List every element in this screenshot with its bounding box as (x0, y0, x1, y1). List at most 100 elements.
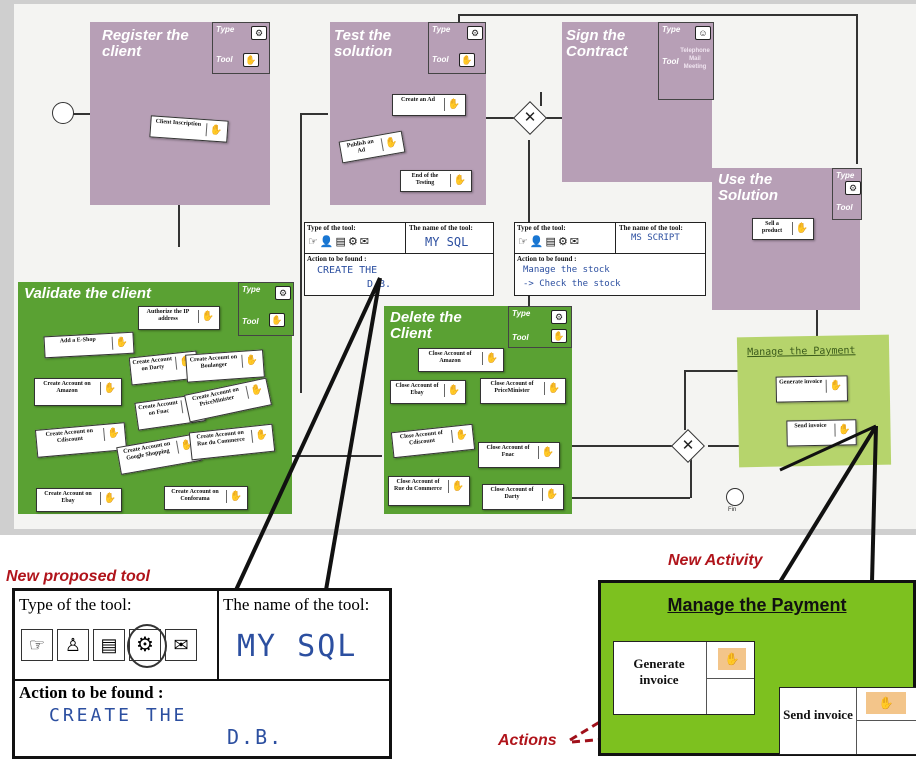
action-card[interactable]: Publish an Ad ✋ (338, 130, 406, 164)
action-card[interactable]: Generate invoice ✋ (613, 641, 755, 715)
action-card[interactable]: Client Inscription ✋ (149, 115, 229, 143)
tool-logo-icon: ✋ (241, 353, 262, 368)
folder-hand-icon[interactable]: ☞ (21, 629, 53, 661)
tool-logo-icon: ✋ (243, 53, 259, 67)
action-card[interactable]: Create Account on Amazon ✋ (34, 378, 122, 406)
lane-delete-client: Delete the Client Type Tool ⚙ ✋ Close Ac… (384, 306, 572, 514)
action-card[interactable]: Close Account of PriceMinister ✋ (480, 378, 566, 404)
flow-line (178, 205, 180, 247)
zoom-tool-card: Type of the tool: The name of the tool: … (12, 588, 392, 759)
type-label: Type (836, 171, 855, 180)
action-card-label: Create Account on Darty (132, 356, 173, 373)
tool-logo-icon: ✋ (111, 335, 132, 350)
lane-title: Register the client (102, 27, 189, 60)
poster-photo: Fin ✕ ✕ Register the client Type Tool ⚙ … (0, 0, 916, 535)
action-card[interactable]: Close Account of Ebay ✋ (390, 380, 466, 404)
action-card[interactable]: Create Account on Boulanger✋ (185, 349, 265, 383)
end-event (726, 488, 744, 506)
action-card[interactable]: Generate invoice✋ (775, 375, 849, 403)
gear-icon[interactable]: ⚙ (127, 624, 167, 668)
lane-test-solution: Test the solution Type Tool ⚙ ✋ Create a… (330, 22, 486, 205)
action-card[interactable]: Create Account on Rue du Commerce✋ (188, 423, 276, 461)
tool-logo-icon: ✋ (544, 382, 563, 395)
action-card[interactable]: Create an Ad ✋ (392, 94, 466, 116)
tool-label: Tool (242, 317, 259, 326)
person-icon[interactable]: ♙ (57, 629, 89, 661)
action-card[interactable]: Send invoice✋ (786, 419, 857, 447)
flow-line (300, 113, 328, 115)
action-card-label: Close Account of Darty (490, 487, 534, 500)
tool-name-label: The name of the tool: (619, 224, 683, 232)
flow-line (542, 117, 562, 119)
tool-logo-icon: ✋ (542, 488, 561, 501)
lane-validate-client: Validate the client Type Tool ⚙ ✋ Author… (18, 282, 294, 514)
tool-action-label: Action to be found : (19, 683, 164, 702)
tool-logo-icon: ✋ (551, 329, 567, 343)
gear-icon: ⚙ (251, 26, 267, 40)
flow-line (458, 14, 858, 16)
action-card-label: Sell a product (761, 221, 783, 234)
tool-logo-icon: ✋ (198, 310, 217, 323)
action-card-label: Generate invoice (779, 378, 823, 386)
tool-logo-icon: ✋ (866, 692, 906, 714)
lane-type-tool-box: Type Tool ⚙ ✋ (508, 306, 572, 348)
action-card[interactable]: Close Account of Cdiscount ✋ (390, 423, 476, 459)
action-card[interactable]: End of the Testing ✋ (400, 170, 472, 192)
action-card[interactable]: Close Account of Rue du Commerce✋ (388, 476, 470, 506)
tool-logo-icon: ✋ (226, 490, 245, 503)
tool-card-small: Type of the tool: The name of the tool: … (514, 222, 706, 296)
tool-logo-icon: ✋ (459, 53, 475, 67)
action-card-label: Create Account on Ebay (44, 491, 92, 504)
action-card-label: Close Account of Amazon (428, 351, 472, 364)
tool-action-label: Action to be found : (307, 255, 367, 263)
action-card[interactable]: Create Account on Ebay✋ (36, 488, 122, 512)
tool-logo-icon: ✋ (269, 313, 285, 327)
action-card-label: Add a E-Shop (59, 336, 96, 345)
flow-line (708, 445, 743, 447)
tool-card-small: Type of the tool: The name of the tool: … (304, 222, 494, 296)
action-card[interactable]: Create Account on Cdiscount✋ (34, 422, 128, 458)
action-card-label: Create Account on Amazon (43, 381, 91, 394)
lane-use-solution: Use the Solution Type Tool ⚙ Sell a prod… (712, 168, 862, 310)
tool-logo-icon: ✋ (103, 426, 124, 441)
action-card[interactable]: Create Account on PriceMinister ✋ (184, 377, 272, 423)
mail-icon[interactable]: ✉ (165, 629, 197, 661)
action-card[interactable]: Send invoice ✋ (779, 687, 916, 755)
tool-type-icons: ☞👤▤⚙✉ (518, 236, 582, 248)
action-card-label: Close Account of Cdiscount (399, 429, 444, 447)
tool-logo-icon: ✋ (100, 382, 119, 395)
flow-line (486, 117, 516, 119)
action-card[interactable]: Close Account of Fnac✋ (478, 442, 560, 468)
action-card[interactable]: Authorize the IP address✋ (138, 306, 220, 330)
document-icon[interactable]: ▤ (93, 629, 125, 661)
action-card-label: Create Account on PriceMinister (191, 386, 240, 408)
action-card[interactable]: Close Account of Amazon✋ (418, 348, 504, 372)
action-card-label: Close Account of PriceMinister (490, 381, 534, 394)
tool-logo-icon: ✋ (448, 480, 467, 493)
tool-logo-icon: ✋ (792, 222, 811, 235)
tool-name-label: The name of the tool: (223, 595, 370, 614)
type-label: Type (512, 309, 531, 318)
lane-manage-payment: Manage the Payment Generate invoice✋ Sen… (736, 334, 892, 468)
action-card[interactable]: Create Account on Conforama✋ (164, 486, 248, 510)
action-card[interactable]: Close Account of Darty ✋ (482, 484, 564, 510)
tool-action-value: D.B. (367, 279, 392, 290)
lane-title: Use the Solution (718, 171, 778, 204)
tool-logo-icon: ✋ (825, 379, 845, 393)
action-card-label: Create Account on Rue du Commerce (196, 429, 246, 448)
type-label: Type (242, 285, 261, 294)
tool-logo-icon: ✋ (245, 382, 267, 399)
action-card-label: Close Account of Ebay (395, 383, 439, 396)
flow-line (570, 497, 690, 499)
tool-logo-icon: ✋ (538, 446, 557, 459)
tool-label: Tool (216, 55, 233, 64)
type-label: Type (216, 25, 235, 34)
action-card[interactable]: Sell a product ✋ (752, 218, 814, 240)
lane-type-tool-box: Type Tool ⚙ ✋ (428, 22, 486, 74)
tool-logo-icon: ✋ (444, 384, 463, 397)
action-card[interactable]: Add a E-Shop ✋ (43, 331, 135, 359)
tool-logo-icon: ✋ (450, 428, 472, 443)
flow-line (540, 92, 542, 106)
tool-action-value: D.B. (227, 725, 284, 749)
zoom-activity: Manage the Payment Generate invoice ✋ Se… (598, 580, 916, 756)
